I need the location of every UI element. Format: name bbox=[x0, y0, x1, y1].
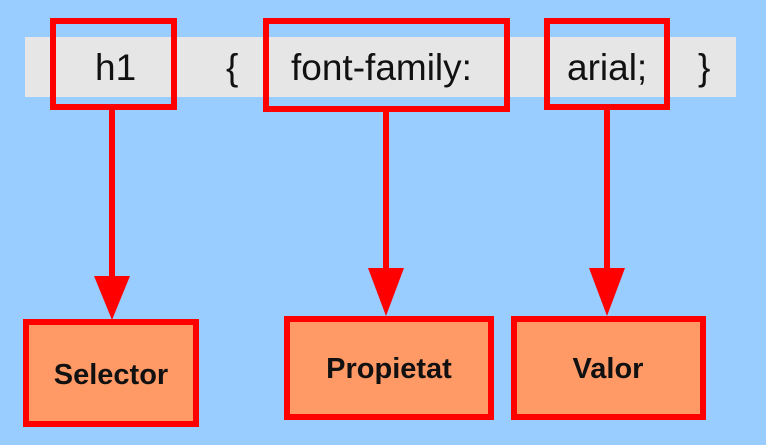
property-arrow bbox=[368, 110, 404, 316]
code-selector: h1 bbox=[95, 47, 136, 88]
code-property: font-family: bbox=[291, 47, 472, 88]
value-arrow bbox=[589, 108, 625, 316]
selector-label-box bbox=[23, 319, 199, 427]
value-label-box bbox=[511, 316, 706, 420]
code-value: arial; bbox=[567, 47, 647, 88]
value-highlight-box bbox=[544, 18, 670, 110]
code-close-brace: } bbox=[698, 47, 710, 88]
property-label-box bbox=[284, 316, 494, 420]
property-highlight-box bbox=[263, 18, 510, 112]
code-band bbox=[25, 37, 736, 97]
code-open-brace: { bbox=[226, 47, 238, 88]
property-label: Propietat bbox=[326, 353, 452, 385]
value-label: Valor bbox=[573, 353, 644, 385]
selector-arrow bbox=[94, 108, 130, 320]
selector-label: Selector bbox=[54, 359, 168, 391]
selector-highlight-box bbox=[50, 18, 177, 110]
